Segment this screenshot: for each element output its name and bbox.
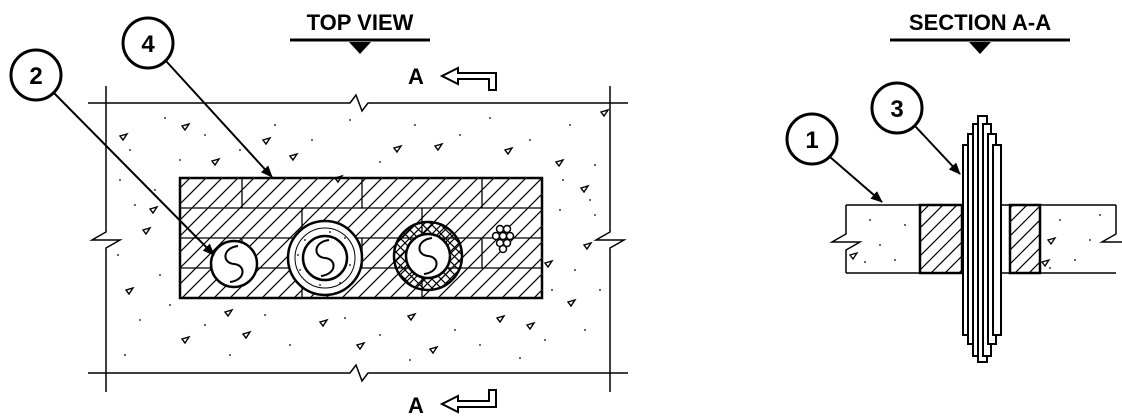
slab-left-edge [89, 86, 123, 392]
top-view-title-pointer [349, 42, 371, 54]
slab-right-edge [593, 86, 627, 392]
section-a-a: SECTION A-A [785, 10, 1122, 363]
svg-text:1: 1 [805, 127, 818, 154]
concrete-slab [88, 86, 628, 392]
section-title: SECTION A-A [909, 10, 1051, 35]
callout-4: 4 [121, 16, 273, 178]
slab-bottom-edge [88, 363, 628, 383]
cable-bundle [491, 224, 515, 254]
pipe-bare [209, 239, 259, 289]
pipe-with-wrap-strip [392, 220, 464, 292]
section-marker-top: A [408, 64, 497, 91]
pipe-with-insulation [286, 219, 364, 297]
svg-text:A: A [408, 64, 424, 89]
concrete-stipple [117, 117, 601, 361]
top-view: TOP VIEW [9, 10, 628, 417]
callout-1: 1 [785, 112, 883, 203]
slab-top-edge [88, 93, 628, 113]
callout-3: 3 [870, 81, 961, 175]
section-marker-bottom: A [408, 389, 497, 417]
concrete-aggregate [118, 108, 610, 355]
callout-2: 2 [9, 48, 215, 256]
svg-text:A: A [408, 393, 424, 417]
svg-text:3: 3 [890, 96, 903, 123]
section-title-pointer [969, 42, 991, 54]
pipe-section [962, 115, 1002, 363]
svg-text:2: 2 [29, 63, 42, 90]
top-view-title: TOP VIEW [307, 10, 414, 35]
svg-text:4: 4 [141, 31, 155, 58]
